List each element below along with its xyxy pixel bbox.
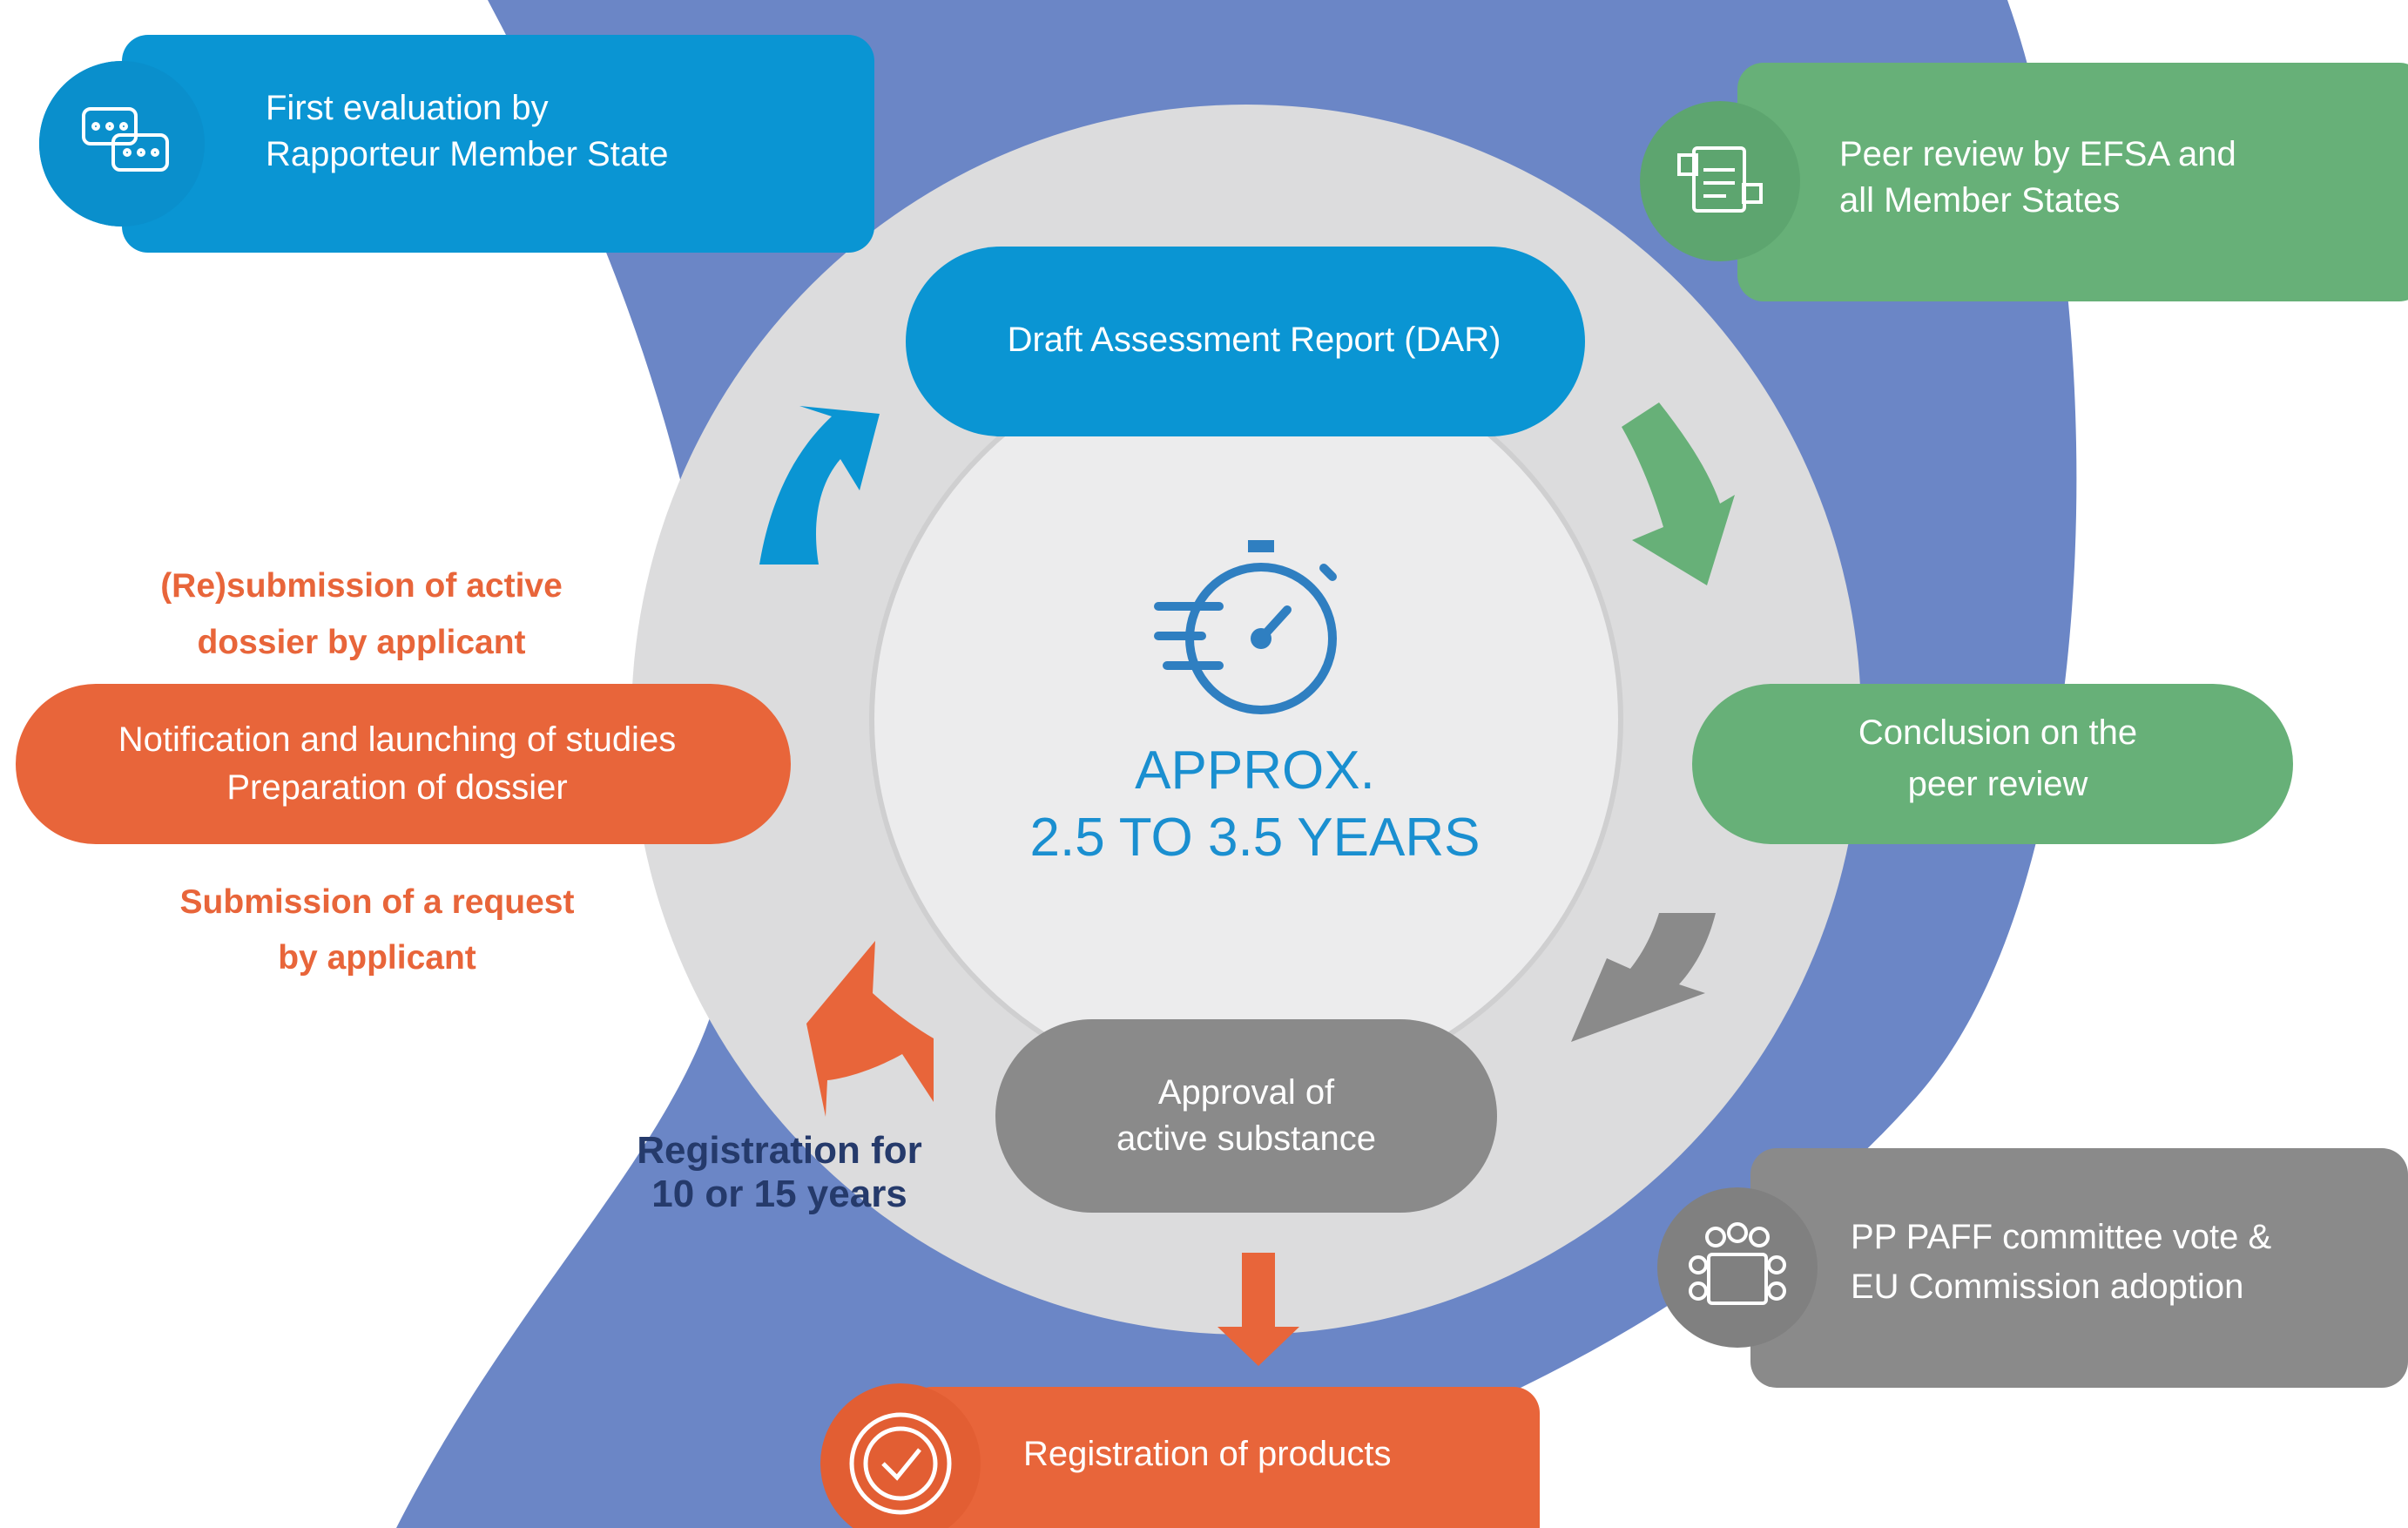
center-duration-line2: 2.5 TO 3.5 YEARS [1030,808,1481,868]
notification-pill: Notification and launching of studies Pr… [16,684,791,844]
dar-label: Draft Assessment Report (DAR) [1008,321,1501,359]
arrow-blue [759,406,880,565]
arrow-green [1622,402,1735,585]
first-evaluation-box: First evaluation by Rapporteur Member St… [39,35,874,253]
approval-line2: active substance [1116,1119,1376,1158]
arrow-gray [1571,913,1716,1042]
notification-line2: Preparation of dossier [226,768,567,807]
registration-period-line1: Registration for [637,1129,922,1172]
registration-period-line2: 10 or 15 years [651,1173,907,1215]
approval-pill: Approval of active substance [995,1019,1497,1213]
committee-vote-line2: EU Commission adoption [1851,1268,2243,1306]
resubmission-line1: (Re)submission of active [160,567,563,605]
registration-products-label: Registration of products [1023,1435,1391,1473]
registration-products-box: Registration of products [820,1383,1540,1528]
first-evaluation-line1: First evaluation by [266,89,549,127]
stopwatch-icon [1154,540,1337,714]
request-line1: Submission of a request [180,883,575,921]
notification-line1: Notification and launching of studies [118,720,676,759]
peer-review-line2: all Member States [1839,181,2120,220]
first-evaluation-line2: Rapporteur Member State [266,135,668,173]
dar-pill: Draft Assessment Report (DAR) [906,247,1585,436]
meeting-table-icon [1657,1187,1818,1348]
approval-line1: Approval of [1158,1073,1335,1112]
committee-vote-line1: PP PAFF committee vote & [1851,1218,2271,1256]
arrow-down-orange [1217,1253,1299,1366]
center-duration-line1: APPROX. [1135,740,1375,801]
center-disk [869,342,1623,1097]
arrow-orange [806,941,934,1117]
conclusion-line2: peer review [1908,765,2088,803]
committee-vote-box: PP PAFF committee vote & EU Commission a… [1657,1148,2408,1388]
conclusion-line1: Conclusion on the [1858,713,2137,752]
peer-review-line1: Peer review by EFSA and [1839,135,2236,173]
conclusion-pill: Conclusion on the peer review [1692,684,2293,844]
peer-review-box: Peer review by EFSA and all Member State… [1640,63,2408,301]
resubmission-line2: dossier by applicant [197,624,525,661]
request-line2: by applicant [278,939,476,977]
